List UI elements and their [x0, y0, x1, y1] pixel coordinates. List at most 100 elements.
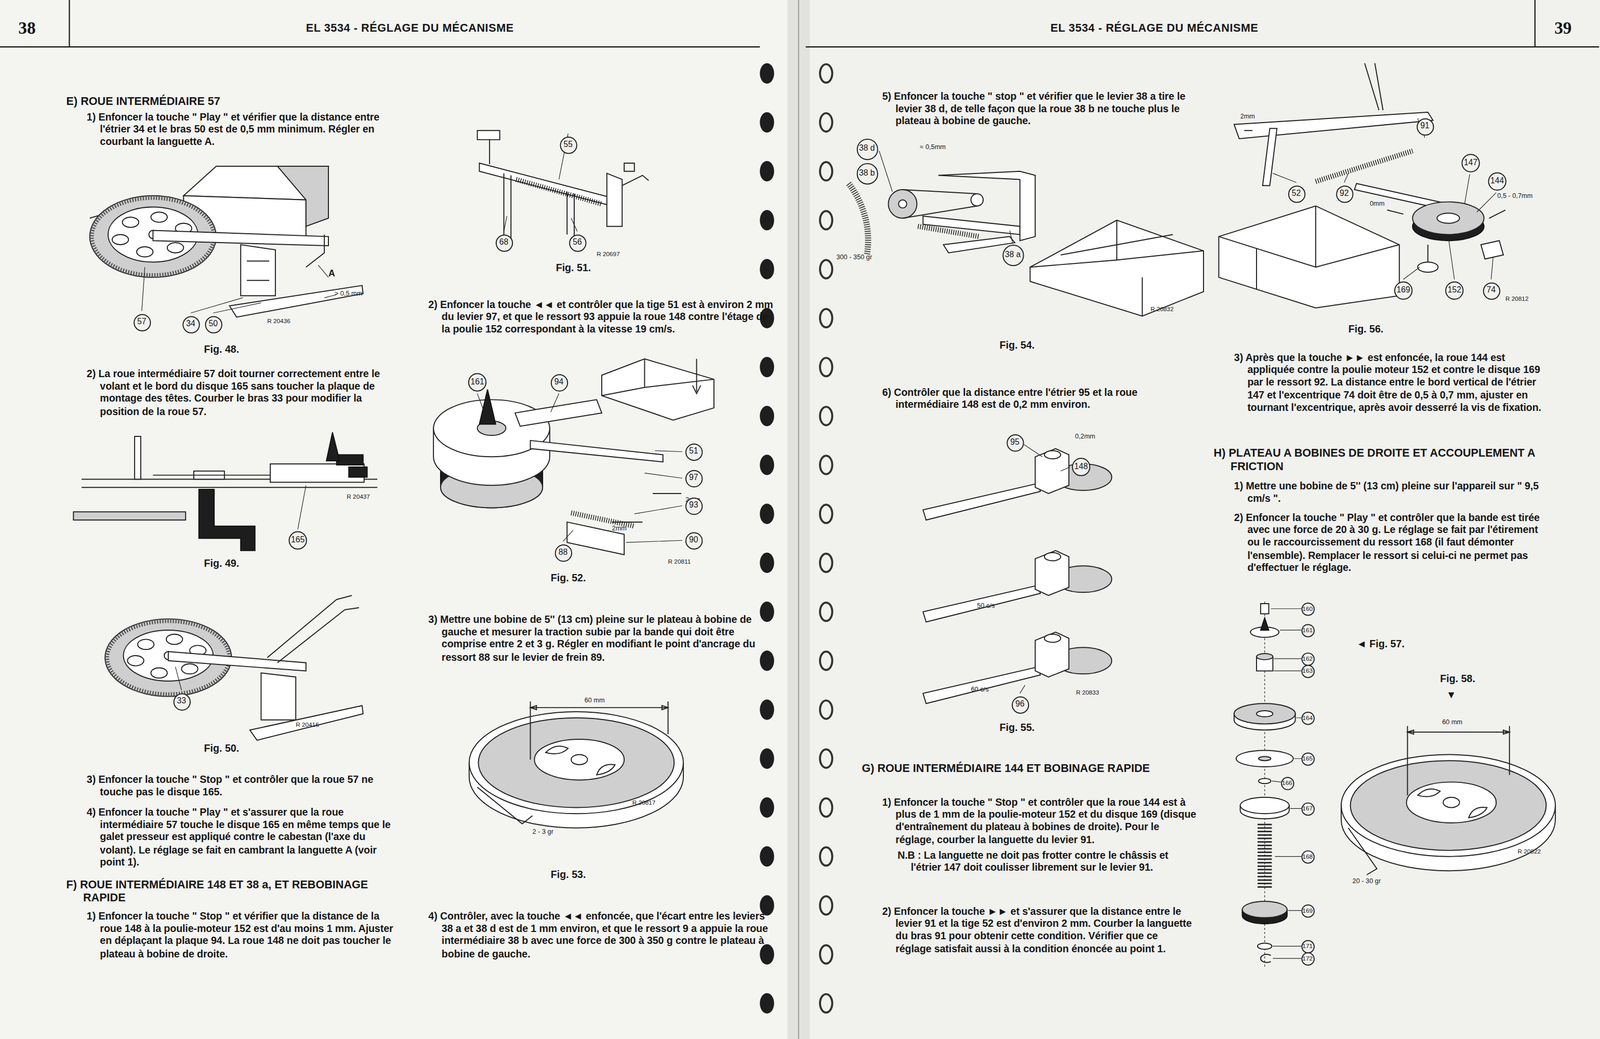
callout-text: 34: [186, 320, 195, 329]
figure-caption: Fig. 48.: [204, 343, 240, 355]
callout-text: 88: [558, 548, 568, 558]
figure-caption: ▼: [1446, 689, 1457, 702]
callout-text: 90: [689, 536, 698, 545]
paragraph: 3) Mettre une bobine de 5'' (13 cm) plei…: [428, 614, 773, 665]
figure-caption: Fig. 51.: [556, 261, 592, 274]
callout-text: 165: [1302, 755, 1313, 762]
callout-number: 169: [1300, 904, 1315, 918]
figure-caption: Fig. 49.: [204, 558, 240, 570]
callout-text: 97: [689, 474, 698, 483]
callout-text: 93: [689, 501, 698, 511]
callout-number: 167: [1300, 802, 1315, 816]
figure-caption: Fig. 54.: [999, 339, 1035, 352]
page-number: 39: [1554, 18, 1572, 39]
dimension-label: 0mm: [1369, 200, 1385, 208]
callout-number: 93: [684, 497, 703, 515]
callout-number: 163: [1300, 664, 1315, 679]
reference-number: R 20697: [596, 250, 620, 258]
callout-number: 34: [181, 315, 200, 333]
figure-caption: Fig. 50.: [204, 742, 240, 755]
paragraph: 6) Contrôler que la distance entre l'étr…: [882, 386, 1197, 412]
callout-text: 168: [1302, 853, 1313, 861]
paragraph: 1) Mettre une bobine de 5'' (13 cm) plei…: [1234, 480, 1549, 506]
callout-number: 162: [1300, 652, 1315, 666]
callout-text: 38 d: [858, 144, 876, 154]
page-header: EL 3534 - RÉGLAGE DU MÉCANISME: [1050, 21, 1259, 34]
callout-text: 74: [1486, 286, 1496, 296]
dimension-label: 300 - 350 gr: [836, 253, 872, 261]
dimension-label: ≈ 0,5mm: [919, 142, 946, 151]
figure-caption: Fig. 52.: [550, 572, 587, 584]
callout-text: 164: [1302, 715, 1313, 722]
reference-number: R 20832: [1150, 306, 1174, 313]
callout-number: 38 b: [856, 162, 878, 184]
callout-number: 88: [554, 544, 572, 562]
section-heading: H) PLATEAU A BOBINES DE DROITE ET ACCOUP…: [1213, 446, 1553, 473]
callout-number: 171: [1300, 940, 1315, 954]
callout-text: 38 b: [858, 169, 876, 178]
callout-text: 161: [1302, 627, 1313, 634]
callout-number: 172: [1300, 951, 1315, 966]
paragraph: 2) Enfoncer la touche ◄◄ et contrôler qu…: [428, 298, 773, 337]
dimension-label: 2mm: [1240, 112, 1255, 120]
paragraph: N.B : La languette ne doit pas frotter c…: [897, 849, 1197, 875]
callout-text: 92: [1339, 189, 1349, 198]
callout-number: 164: [1300, 711, 1315, 725]
callout-number: 90: [684, 532, 703, 550]
callout-number: 95: [1006, 433, 1024, 452]
callout-text: 165: [291, 536, 305, 545]
callout-number: 68: [495, 233, 513, 251]
dimension-label: 60 mm: [1442, 718, 1463, 726]
dimension-label: 50 c/s: [976, 601, 995, 610]
callout-number: 52: [1287, 184, 1305, 203]
figure-caption: Fig. 55.: [999, 722, 1035, 734]
callout-text: 56: [572, 238, 582, 247]
paragraph: 2) La roue intermédiaire 57 doit tourner…: [86, 368, 402, 419]
callout-text: 169: [1396, 286, 1411, 296]
callout-text: 147: [1463, 159, 1478, 168]
callout-number: 144: [1488, 172, 1507, 191]
callout-number: 148: [1072, 457, 1091, 476]
callout-text: 96: [1015, 700, 1025, 709]
callout-text: 144: [1490, 177, 1504, 187]
callout-text: 68: [499, 238, 509, 247]
callout-number: 161: [1300, 623, 1315, 638]
reference-number: R 20817: [632, 799, 656, 806]
reference-number: R 20436: [267, 318, 291, 325]
callout-text: 162: [1302, 655, 1313, 663]
paragraph: 1) Enfoncer la touche " Stop " et contrô…: [882, 796, 1197, 847]
dimension-label: 20 - 30 gr: [1352, 877, 1382, 885]
callout-number: 94: [550, 373, 568, 391]
paragraph: 4) Enfoncer la touche " Play " et s'assu…: [86, 806, 402, 869]
dimension-label: 60 mm: [584, 696, 605, 705]
callout-text: 52: [1291, 189, 1301, 198]
callout-text: 163: [1302, 668, 1313, 675]
paragraph: 3) Après que la touche ►► est enfoncée, …: [1234, 351, 1549, 415]
paragraph: 4) Contrôler, avec la touche ◄◄ enfoncée…: [428, 910, 773, 961]
paragraph: 1) Enfoncer la touche " Play " et vérifi…: [86, 111, 402, 149]
paragraph: 2) Enfoncer la touche " Play " et contrô…: [1234, 511, 1549, 575]
paragraph: 3) Enfoncer la touche " Stop " et contrô…: [86, 774, 402, 800]
paragraph: 5) Enfoncer la touche " stop " et vérifi…: [882, 90, 1197, 129]
callout-number: 38 a: [1001, 244, 1024, 266]
section-heading: F) ROUE INTERMÉDIAIRE 148 ET 38 a, ET RE…: [66, 878, 405, 904]
callout-number: 166: [1280, 776, 1294, 791]
callout-text: 55: [563, 140, 573, 150]
callout-text: 50: [208, 320, 218, 329]
dimension-label: 2 - 3 gr: [532, 828, 554, 836]
reference-number: R 20833: [1076, 689, 1100, 696]
reference-number: R 20416: [295, 722, 320, 729]
figure-caption: Fig. 56.: [1348, 323, 1384, 335]
paragraph: 2) Enfoncer la touche ►► et s'assurer qu…: [882, 905, 1197, 956]
callout-number: 74: [1482, 282, 1500, 300]
callout-number: 92: [1335, 184, 1353, 203]
callout-text: 33: [177, 697, 187, 706]
callout-number: 152: [1445, 281, 1464, 300]
callout-text: 94: [554, 378, 564, 387]
callout-text: 95: [1010, 438, 1020, 447]
callout-text: 91: [1420, 122, 1430, 131]
reference-number: R 20811: [668, 559, 692, 566]
callout-number: 51: [684, 443, 703, 461]
reference-number: R 20812: [1505, 295, 1529, 302]
callout-number: 38 d: [856, 138, 878, 160]
